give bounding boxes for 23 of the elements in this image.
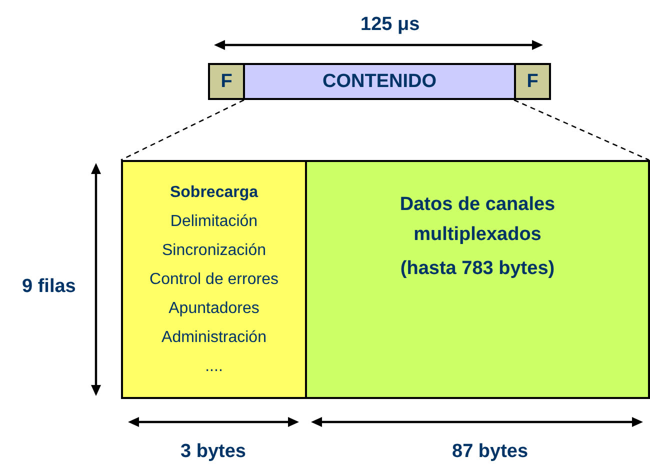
box-label: F: [526, 70, 538, 94]
overhead-item: Delimitación: [170, 212, 258, 232]
box-label: CONTENIDO: [322, 70, 436, 94]
payload-box: [305, 160, 650, 399]
dimension-label: 125 μs: [360, 14, 420, 36]
dimension-label: 9 filas: [22, 276, 76, 298]
frame-marker-box: [208, 63, 245, 100]
overhead-box: [121, 160, 307, 399]
dimension-label: 3 bytes: [180, 441, 246, 463]
payload-text: Datos de canales multiplexados: [398, 193, 556, 247]
overhead-item: ....: [205, 357, 223, 377]
overhead-item: Apuntadores: [168, 299, 260, 319]
overhead-heading: Sobrecarga: [170, 183, 258, 203]
projection-line: [514, 99, 650, 161]
overhead-item: Control de errores: [150, 270, 278, 290]
frame-marker-box: [514, 63, 551, 100]
box-label: F: [220, 70, 232, 94]
projection-line: [120, 99, 244, 161]
content-box: [243, 63, 516, 100]
overhead-item: Administración: [162, 328, 266, 348]
overhead-item: Sincronización: [162, 241, 266, 261]
payload-text: (hasta 783 bytes): [399, 257, 556, 281]
dimension-label: 87 bytes: [452, 441, 528, 463]
